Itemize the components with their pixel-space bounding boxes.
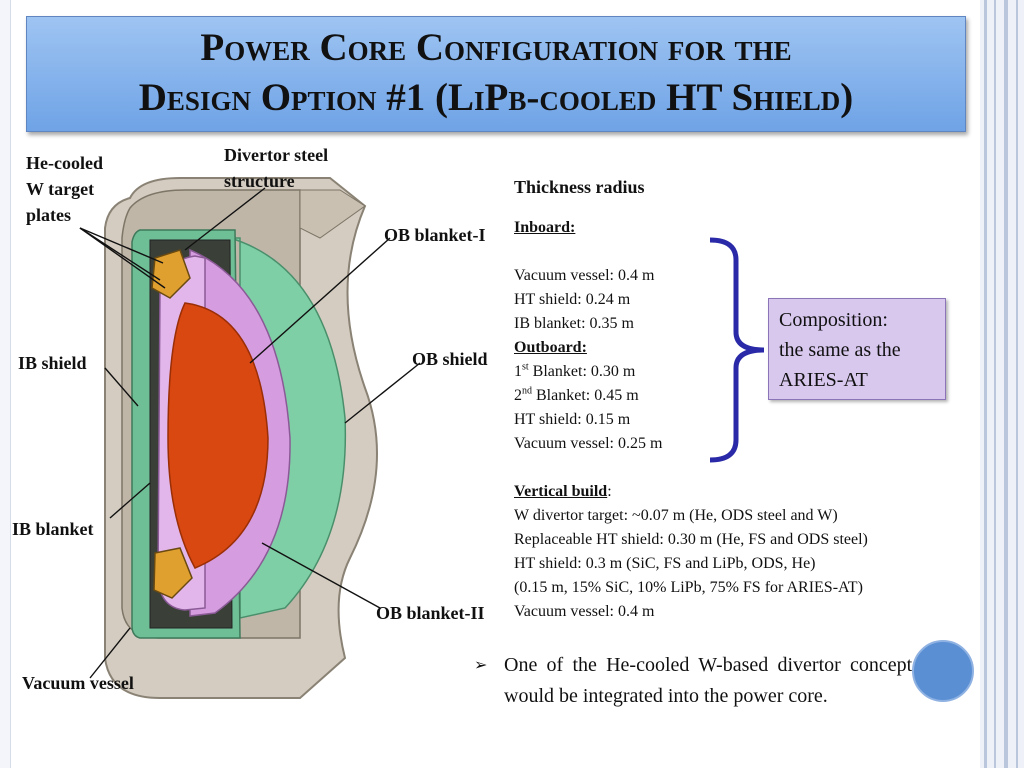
outboard-item: 1st Blanket: 0.30 m: [514, 361, 636, 380]
composition-note: Composition: the same as the ARIES-AT: [768, 298, 946, 400]
right-brace-icon: [709, 237, 765, 463]
label-vacuum-vessel: Vacuum vessel: [22, 673, 134, 693]
label-he-cooled-line1: He-cooled: [26, 153, 103, 173]
vertical-item: HT shield: 0.3 m (SiC, FS and LiPb, ODS,…: [514, 555, 816, 572]
label-divertor-line1: Divertor steel: [224, 145, 329, 165]
power-core-diagram: [79, 177, 421, 699]
label-ib-shield: IB shield: [18, 353, 87, 373]
label-ib-blanket: IB blanket: [12, 519, 94, 539]
divertor-bottom: [153, 547, 193, 599]
outboard-item: 2nd Blanket: 0.45 m: [514, 385, 639, 404]
vertical-build-heading: Vertical build:: [514, 483, 612, 500]
inboard-item: IB blanket: 0.35 m: [514, 315, 634, 332]
outboard-heading: Outboard:: [514, 339, 587, 356]
label-he-cooled-line2: W target: [26, 179, 95, 199]
slide-title-line-1: Power Core Configuration for the: [200, 26, 792, 69]
arrow-bullet-icon: ➢: [474, 657, 488, 674]
inboard-item: HT shield: 0.24 m: [514, 291, 631, 308]
label-he-cooled-line3: plates: [26, 205, 71, 225]
slide-title-line-2: Design Option #1 (LiPb-cooled HT Shield): [138, 76, 854, 119]
vertical-item: Replaceable HT shield: 0.30 m (He, FS an…: [514, 531, 868, 548]
plasma-shape: [167, 302, 269, 569]
label-ob-blanket-1: OB blanket-I: [384, 225, 486, 245]
vertical-item: Vacuum vessel: 0.4 m: [514, 603, 655, 620]
label-ob-blanket-2: OB blanket-II: [376, 603, 485, 623]
vertical-item: W divertor target: ~0.07 m (He, ODS stee…: [514, 507, 838, 524]
spec-heading: Thickness radius: [514, 177, 645, 197]
outboard-item: Vacuum vessel: 0.25 m: [514, 435, 663, 452]
slide-title-box: Power Core Configuration for the Design …: [26, 16, 966, 132]
left-border-stripe: [0, 0, 11, 768]
vertical-item: (0.15 m, 15% SiC, 10% LiPb, 75% FS for A…: [514, 579, 863, 596]
right-decorative-stripes: [980, 0, 1024, 768]
decorative-circle: [912, 640, 974, 702]
outboard-item: HT shield: 0.15 m: [514, 411, 631, 428]
bullet-text: One of the He-cooled W-based divertor co…: [504, 654, 920, 707]
bullet-point: ➢ One of the He-cooled W-based divertor …: [474, 650, 920, 712]
label-ob-shield: OB shield: [412, 349, 488, 369]
thickness-spec-list: Thickness radius Inboard: Vacuum vessel:…: [514, 174, 974, 624]
inboard-item: Vacuum vessel: 0.4 m: [514, 267, 655, 284]
label-divertor-line2: structure: [224, 171, 295, 191]
inboard-heading: Inboard:: [514, 219, 576, 236]
